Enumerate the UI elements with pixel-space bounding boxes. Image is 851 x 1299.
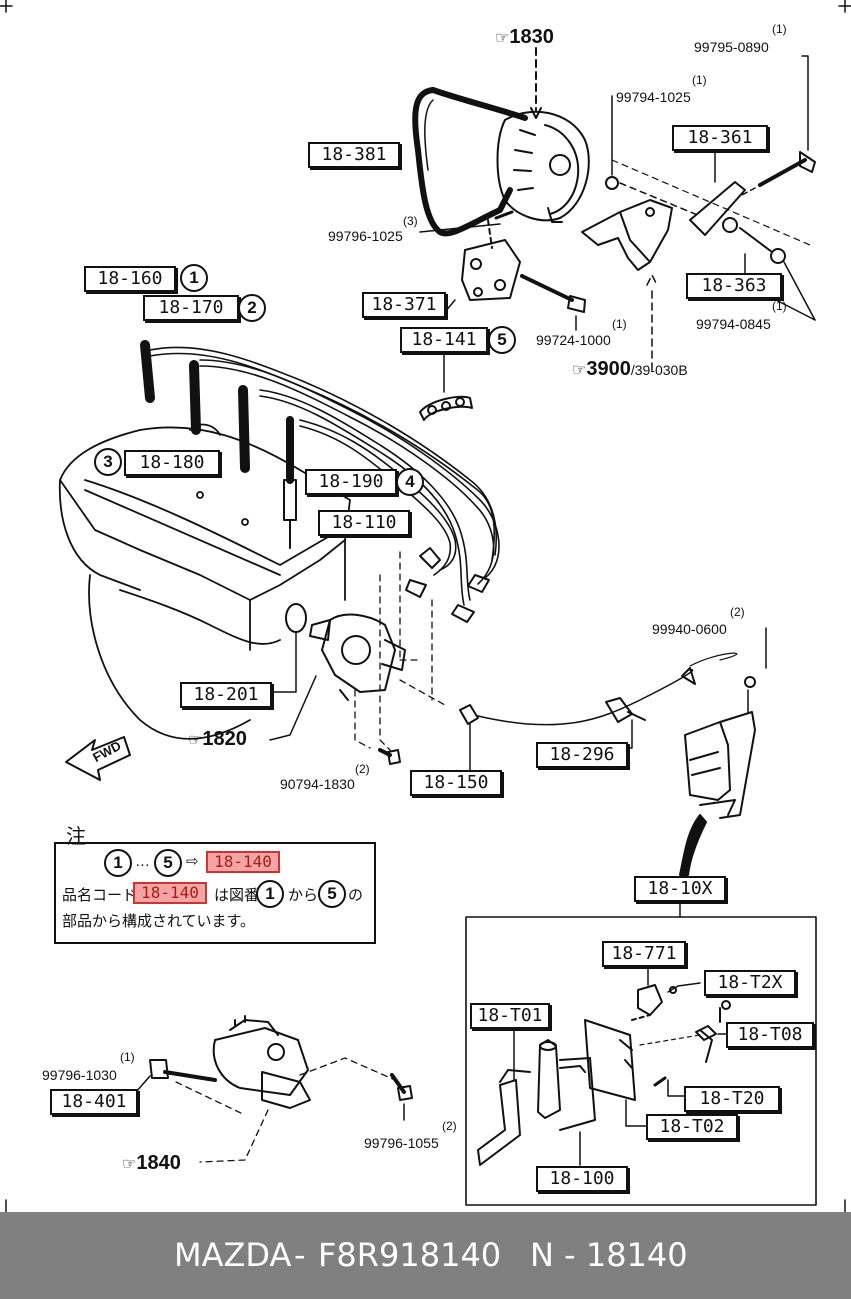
callout-18-T20[interactable]: 18-T20 <box>684 1086 780 1112</box>
note-circled-5b: 5 <box>318 880 346 908</box>
callout-18-150[interactable]: 18-150 <box>410 770 502 796</box>
part-99940-0600[interactable]: 99940-0600 <box>652 621 727 637</box>
qty-90794-1830: (2) <box>355 762 370 776</box>
coil-detail-parts <box>477 967 731 1166</box>
note-highlight-code-2[interactable]: 18-140 <box>133 882 207 904</box>
qty-99795-0890: (1) <box>772 22 787 36</box>
note-line3: 部品から構成されています。 <box>62 913 256 930</box>
arrow-to-coil-detail <box>679 814 707 876</box>
note-line2-b: は図番 <box>214 887 260 904</box>
note-highlight-code[interactable]: 18-140 <box>206 851 280 873</box>
callout-18-141[interactable]: 18-141 <box>400 327 488 353</box>
callout-18-T2X[interactable]: 18-T2X <box>704 970 796 996</box>
circled-number-3: 3 <box>94 448 122 476</box>
alternator <box>496 110 590 223</box>
ref-1840-number: 1840 <box>136 1152 181 1174</box>
callout-18-771[interactable]: 18-771 <box>602 941 686 967</box>
callout-18-401[interactable]: 18-401 <box>50 1089 138 1115</box>
hand-pointer-icon: ☞ <box>495 30 510 47</box>
fwd-arrow <box>65 736 131 781</box>
coil-detail-frame <box>465 916 817 1206</box>
hand-pointer-icon: ☞ <box>188 732 203 749</box>
note-circled-5: 5 <box>154 849 182 877</box>
parts-diagram: ☞1830 ☞3900/39-030B ☞1820 ☞1840 18-381 1… <box>0 0 851 1212</box>
callout-18-371[interactable]: 18-371 <box>362 292 446 318</box>
footer-group-code: N - 18140 <box>530 1236 688 1274</box>
callout-18-381[interactable]: 18-381 <box>308 142 400 168</box>
note-arrow-icon: ⇨ <box>186 853 199 870</box>
ref-1840: ☞1840 <box>122 1152 181 1175</box>
ref-3900-number: 3900 <box>586 358 631 380</box>
ref-1830-number: 1830 <box>509 26 554 48</box>
callout-18-190[interactable]: 18-190 <box>305 469 397 495</box>
hand-pointer-icon: ☞ <box>572 362 587 379</box>
callout-18-363[interactable]: 18-363 <box>686 273 782 299</box>
callout-18-296[interactable]: 18-296 <box>536 742 628 768</box>
note-range-sep: … <box>135 853 150 870</box>
callout-18-201[interactable]: 18-201 <box>180 682 272 708</box>
engine-head <box>58 423 351 740</box>
callout-18-361[interactable]: 18-361 <box>672 125 768 151</box>
spark-plug-leads <box>149 346 500 606</box>
note-circled-1b: 1 <box>256 880 284 908</box>
qty-99794-1025: (1) <box>692 73 707 87</box>
qty-99794-0845: (1) <box>772 299 787 313</box>
circled-number-5: 5 <box>488 326 516 354</box>
diagram-drawing <box>0 0 851 1212</box>
note-line2-c: から <box>288 887 319 904</box>
circled-number-4: 4 <box>396 468 424 496</box>
callout-18-160[interactable]: 18-160 <box>84 266 176 292</box>
part-99724-1000[interactable]: 99724-1000 <box>536 332 611 348</box>
corner-marks <box>0 0 851 1212</box>
part-99796-1025[interactable]: 99796-1025 <box>328 228 403 244</box>
callout-18-T02[interactable]: 18-T02 <box>646 1114 738 1140</box>
part-90794-1830[interactable]: 90794-1830 <box>280 776 355 792</box>
part-99794-1025[interactable]: 99794-1025 <box>616 89 691 105</box>
callout-18-T01[interactable]: 18-T01 <box>470 1003 550 1029</box>
part-99794-0845[interactable]: 99794-0845 <box>696 316 771 332</box>
circled-number-1: 1 <box>180 264 208 292</box>
cord-clip-18-141 <box>419 351 473 421</box>
distributor-lead-ends <box>405 547 490 623</box>
callout-18-110[interactable]: 18-110 <box>318 510 410 536</box>
connector-18-296 <box>605 697 646 749</box>
note-circled-1: 1 <box>104 849 132 877</box>
qty-99796-1025: (3) <box>403 214 418 228</box>
ref-3900: ☞3900/39-030B <box>572 358 688 381</box>
callout-18-170[interactable]: 18-170 <box>143 295 239 321</box>
footer-brand: MAZDA <box>174 1236 292 1274</box>
note-line2-d: の <box>348 887 364 904</box>
part-99796-1030[interactable]: 99796-1030 <box>42 1067 117 1083</box>
plug-boots <box>140 340 297 549</box>
ref-1820: ☞1820 <box>188 728 247 751</box>
footer-dash: - <box>294 1236 306 1274</box>
callout-18-T08[interactable]: 18-T08 <box>726 1022 814 1048</box>
ref-1830: ☞1830 <box>495 26 554 49</box>
part-99796-1055[interactable]: 99796-1055 <box>364 1135 439 1151</box>
footer-part-number: F8R918140 <box>318 1236 502 1274</box>
starter-motor <box>212 1015 311 1109</box>
qty-99940-0600: (2) <box>730 605 745 619</box>
note-box <box>54 842 376 944</box>
qty-99796-1055: (2) <box>442 1119 457 1133</box>
callout-18-100[interactable]: 18-100 <box>536 1166 628 1192</box>
ignition-coil-assy <box>684 627 767 819</box>
qty-99724-1000: (1) <box>612 317 627 331</box>
distributor <box>309 613 406 701</box>
callout-18-180[interactable]: 18-180 <box>124 450 220 476</box>
circled-number-2: 2 <box>238 294 266 322</box>
part-99795-0890[interactable]: 99795-0890 <box>694 39 769 55</box>
note-line2-a: 品名コード <box>62 887 138 904</box>
ref-1820-number: 1820 <box>202 728 247 750</box>
o-ring <box>285 603 307 633</box>
callout-18-10X[interactable]: 18-10X <box>634 876 726 902</box>
qty-99796-1030: (1) <box>120 1050 135 1064</box>
footer-bar: MAZDA - F8R918140 N - 18140 <box>0 1212 851 1299</box>
ref-3900-sub: /39-030B <box>630 362 688 378</box>
hand-pointer-icon: ☞ <box>122 1156 137 1173</box>
